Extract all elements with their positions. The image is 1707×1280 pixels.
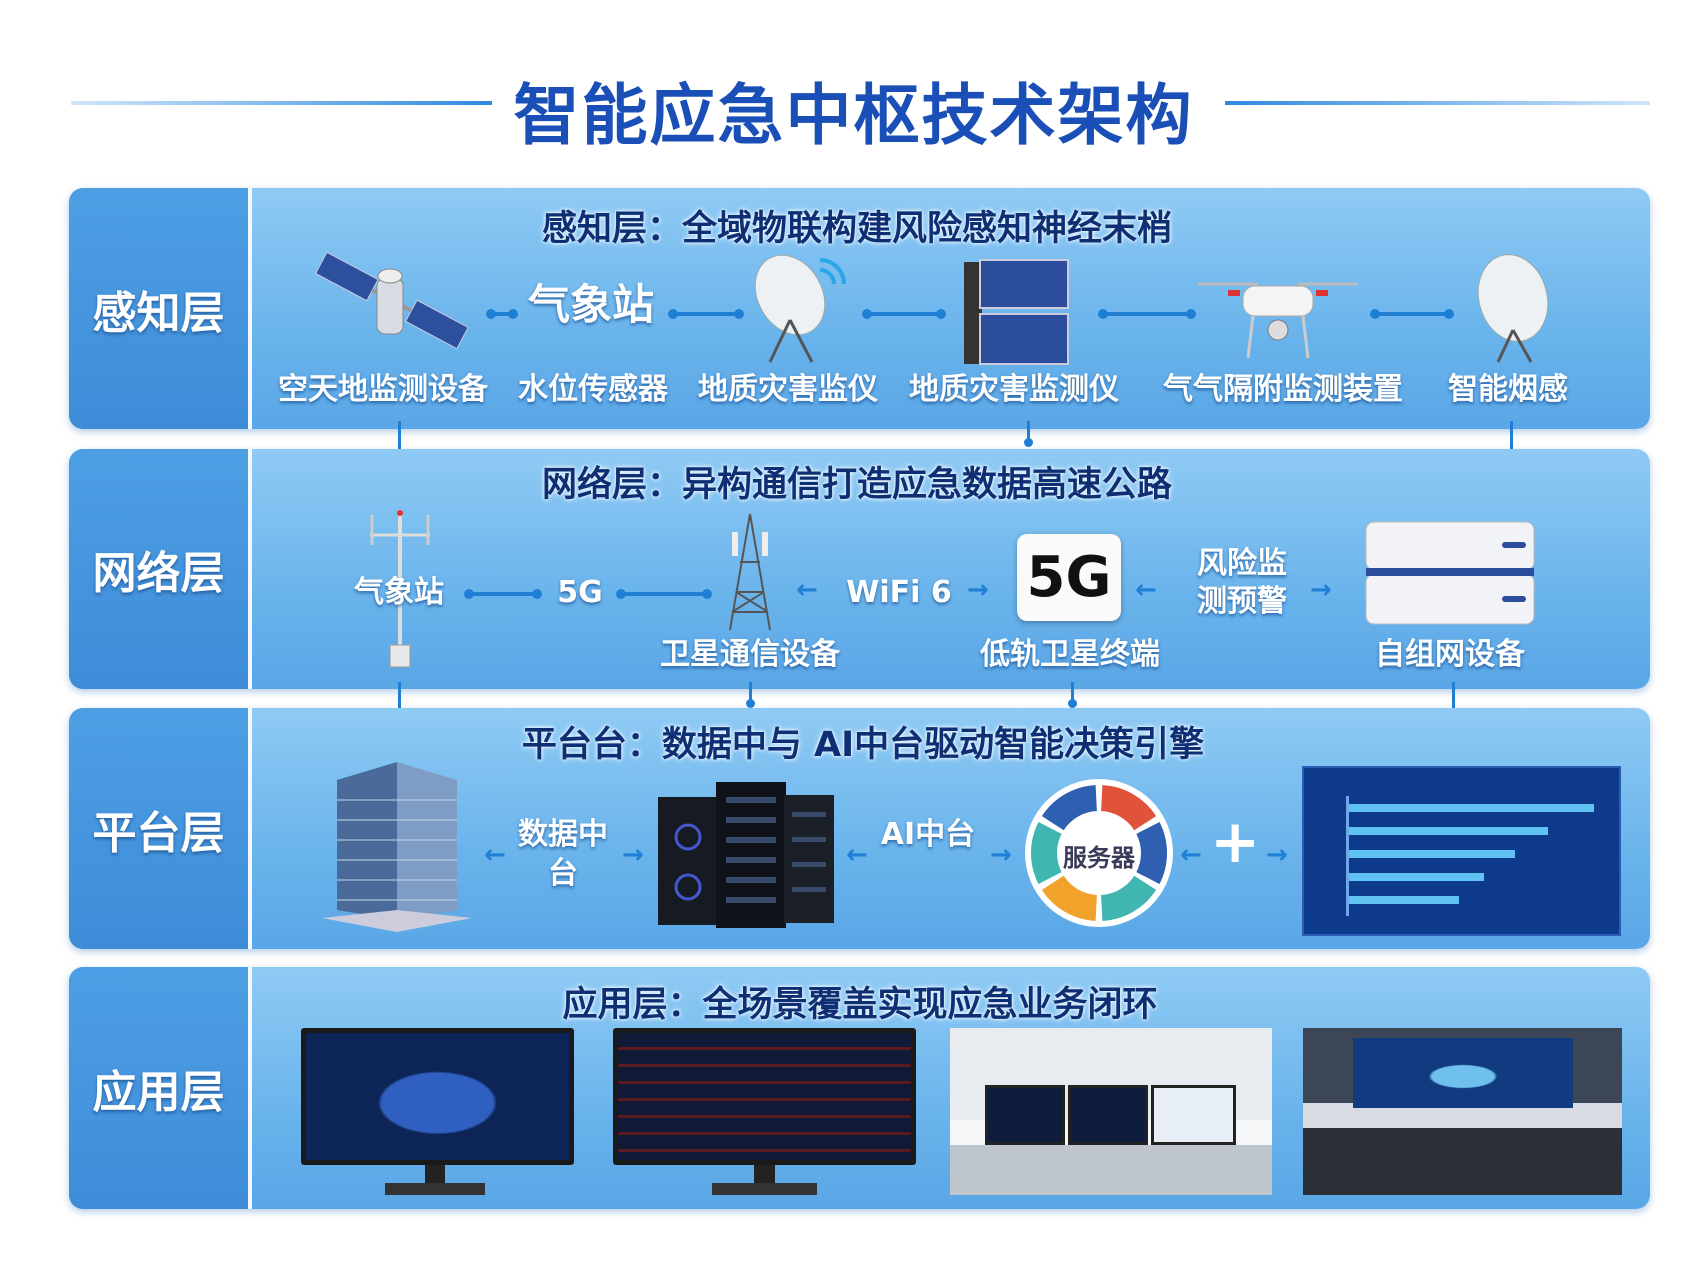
server-ring-icon: [1025, 779, 1173, 927]
device-label: 水位传感器: [518, 372, 668, 407]
network-layer-header: 网络层：异构通信打造应急数据高速公路: [541, 465, 1173, 505]
arrow-left-icon: ←: [846, 840, 868, 870]
connector: [1098, 309, 1196, 319]
5g-badge-text: 5G: [1026, 545, 1112, 610]
connector: [464, 589, 542, 599]
device-label: 气气隔附监测装置: [1163, 372, 1403, 407]
data-platform-label: 数据中台: [518, 817, 608, 891]
ring-segment: [1136, 821, 1167, 885]
device-label: 地质灾害监仪: [698, 372, 878, 407]
platform-layer-label: 平台层: [69, 708, 252, 949]
solar-panel-cabinet-icon: [964, 259, 1069, 365]
satellite-dish-wifi-icon: [754, 254, 846, 363]
drone-icon: [1198, 282, 1358, 359]
antenna-mast-icon: [370, 510, 430, 668]
arrow-left-icon: ←: [1180, 840, 1202, 870]
control-room-desk: [950, 1028, 1272, 1195]
weather-station-label: 气象站: [354, 575, 444, 610]
ai-platform-label: AI中台: [880, 817, 976, 852]
ring-segment: [1041, 785, 1097, 831]
device-label: 低轨卫星终端: [980, 637, 1160, 672]
map-dashboard-monitor: [301, 1028, 574, 1165]
arrow-right-icon: →: [622, 840, 644, 870]
office-building-icon: [322, 762, 472, 932]
cell-tower-icon: [729, 513, 771, 631]
mini-chart-bar: [1349, 850, 1515, 858]
perception-layer-panel: 感知层: [69, 188, 1650, 429]
perception-layer-header: 感知层：全域物联构建风险感知神经末梢: [541, 209, 1173, 249]
title-line-left: [71, 101, 492, 105]
server-rack-icon: [658, 782, 834, 928]
link-wifi6-label: WiFi 6: [846, 575, 952, 610]
arrow-left-icon: ←: [1135, 575, 1157, 605]
application-layer-header: 应用层：全场景覆盖实现应急业务闭环: [562, 985, 1158, 1025]
layer-connector: [746, 682, 755, 708]
plus-icon: +: [1210, 807, 1261, 877]
network-layer-label: 网络层: [69, 449, 252, 689]
connector: [1370, 309, 1454, 319]
device-label: 智能烟感: [1448, 372, 1568, 407]
mini-chart-axis: [1346, 796, 1349, 916]
ring-segment: [1101, 785, 1157, 831]
mini-chart-bar: [1349, 896, 1459, 904]
risk-warning-label: 风险监测预警: [1197, 546, 1287, 619]
connector: [486, 309, 518, 319]
arrow-right-icon: →: [1266, 840, 1288, 870]
device-label: 地质灾害监测仪: [909, 372, 1119, 407]
application-layer-label: 应用层: [69, 967, 252, 1209]
arrow-left-icon: ←: [796, 575, 818, 605]
mini-chart-bar: [1349, 804, 1594, 812]
platform-layer-header: 平台台：数据中与 AI中台驱动智能决策引擎: [521, 725, 1205, 765]
connector: [616, 589, 712, 599]
mini-chart-bar: [1349, 873, 1485, 881]
link-5g-label: 5G: [557, 575, 603, 610]
perception-layer-label: 感知层: [69, 188, 252, 429]
layer-connector: [1024, 421, 1033, 447]
ring-segment: [1041, 875, 1097, 921]
arrow-right-icon: →: [990, 840, 1012, 870]
network-layer-panel: 网络层: [69, 449, 1650, 689]
alert-list-monitor: [613, 1028, 916, 1165]
arrow-left-icon: ←: [484, 840, 506, 870]
mini-chart-bar: [1349, 827, 1548, 835]
5g-badge-icon: 5G: [1017, 534, 1121, 621]
ring-segment: [1031, 821, 1062, 885]
connector: [862, 309, 946, 319]
connector: [668, 309, 744, 319]
command-center-wall: [1303, 1028, 1622, 1195]
ring-segment: [1101, 875, 1157, 921]
network-device-icon: [1365, 521, 1535, 625]
server-label: 服务器: [1063, 844, 1135, 872]
arrow-right-icon: →: [1310, 575, 1332, 605]
device-label: 自组网设备: [1375, 637, 1525, 672]
arrow-right-icon: →: [967, 575, 989, 605]
satellite-icon: [314, 251, 469, 350]
bar-chart-panel-icon: [1302, 766, 1621, 936]
layer-connector: [1068, 682, 1077, 708]
weather-station-floating-label: 气象站: [527, 280, 655, 329]
satellite-dish-icon: [1477, 254, 1549, 363]
page-title: 智能应急中枢技术架构: [513, 77, 1194, 154]
title-line-right: [1225, 101, 1650, 105]
device-label: 空天地监测设备: [278, 372, 488, 407]
device-label: 卫星通信设备: [660, 637, 840, 672]
